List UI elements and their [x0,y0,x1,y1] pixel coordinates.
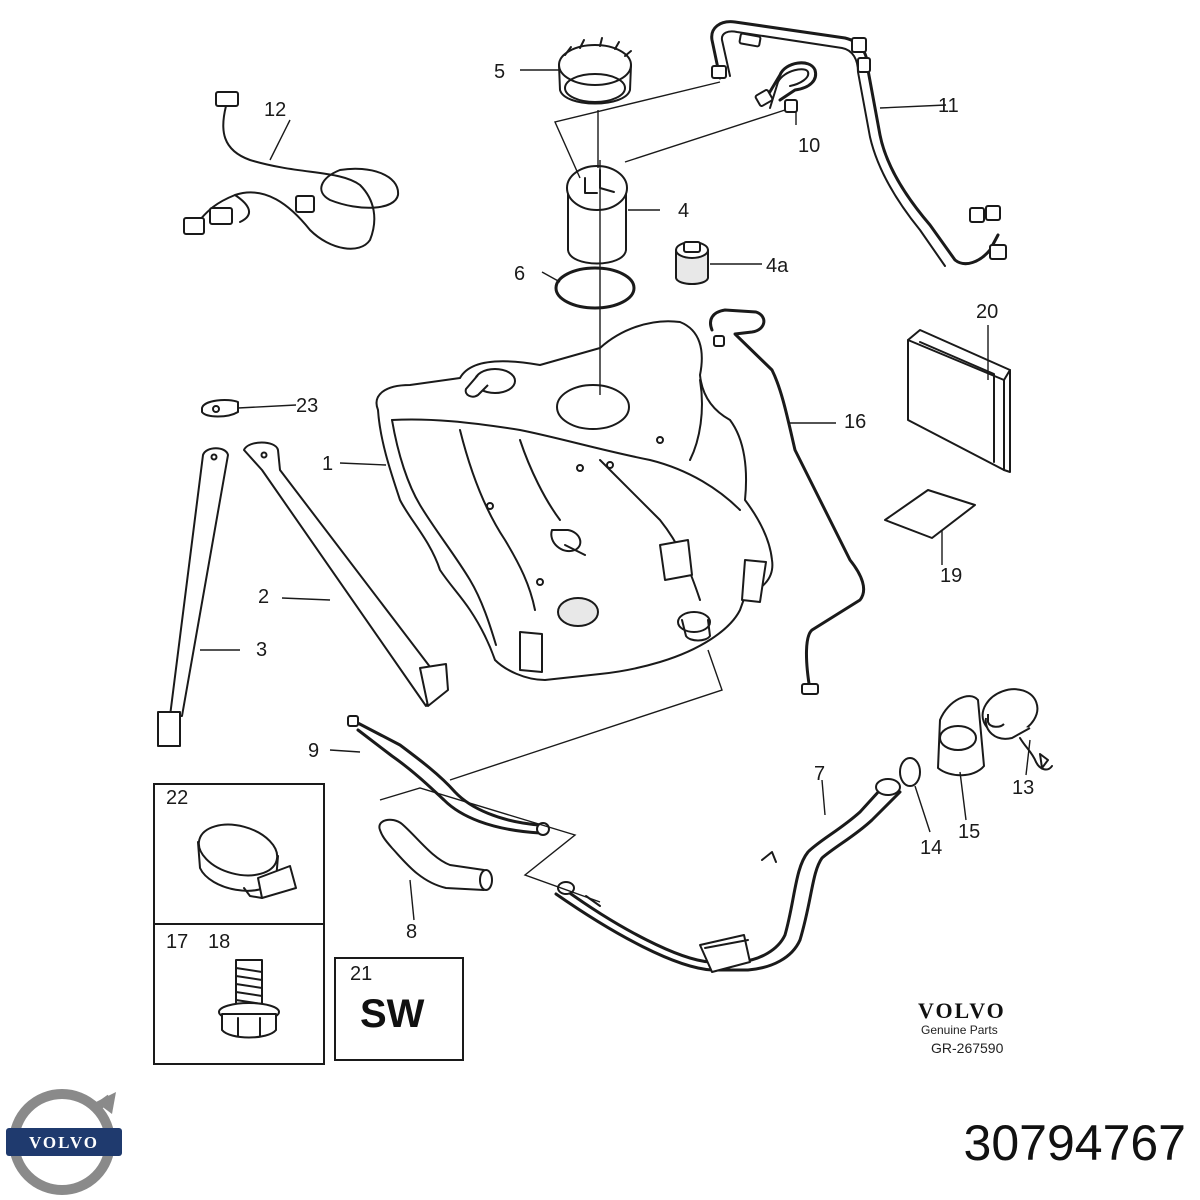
diagram-reference: GR-267590 [931,1040,1004,1056]
mounting-pad [201,399,239,418]
brand-wordmark: VOLVO [918,998,1006,1023]
callout-14: 14 [920,837,942,859]
insulation-pad [884,489,976,539]
filler-cap [981,688,1053,771]
fuel-line-pipe [710,20,1007,267]
callout-23: 23 [296,395,318,417]
part-number: 30794767 [964,1115,1186,1171]
callout-22: 22 [166,787,188,809]
callout-4a: 4a [766,255,789,277]
callout-21: 21 [350,963,372,985]
callout-16: 16 [844,411,866,433]
callout-13: 13 [1012,777,1034,799]
tank-seal-ring [554,266,636,310]
genuine-parts-brand: VOLVO Genuine Parts GR-267590 [918,998,1006,1056]
callout-19: 19 [940,565,962,587]
vent-line [709,308,866,695]
callout-18: 18 [208,931,230,953]
brand-subtitle: Genuine Parts [921,1023,998,1037]
callout-1: 1 [322,453,333,475]
volvo-logo: VOLVO [6,1089,122,1195]
callout-2: 2 [258,586,269,608]
inset-box-sw: 21 SW [334,957,464,1061]
callout-4: 4 [678,200,689,222]
callout-15: 15 [958,821,980,843]
breather-hose [347,715,550,836]
fuel-tank [375,320,774,681]
sw-label: SW [360,992,425,1036]
callout-8: 8 [406,921,417,943]
tank-strap-left [157,447,229,747]
roll-over-valve [675,241,709,285]
hose-clamp [197,823,297,899]
vent-hose [754,61,818,113]
locking-ring [558,37,632,105]
callout-6: 6 [514,263,525,285]
callout-9: 9 [308,740,319,762]
filler-pipe [554,778,902,973]
callout-labels: 5 12 11 10 4 4a 6 20 23 16 1 19 2 3 9 7 … [256,61,1034,943]
callout-11: 11 [938,95,959,117]
callout-12: 12 [264,99,286,121]
callout-7: 7 [814,763,825,785]
fuel-pump-module [566,165,628,265]
callout-5: 5 [494,61,505,83]
inset-box-clamp: 22 [153,783,325,925]
tank-strap-right [243,441,449,707]
callout-17: 17 [166,931,188,953]
wiring-harness [183,91,400,250]
callout-3: 3 [256,639,267,661]
inset-box-bolt: 17 18 [153,923,325,1065]
flange-bolt [218,959,280,1039]
heat-shield [907,329,1011,473]
callout-10: 10 [798,135,820,157]
filler-neck-housing [937,695,985,777]
logo-wordmark: VOLVO [29,1133,99,1152]
filler-o-ring [899,757,921,787]
filler-hose [378,818,493,891]
callout-20: 20 [976,301,998,323]
leader-lines [200,69,1031,921]
